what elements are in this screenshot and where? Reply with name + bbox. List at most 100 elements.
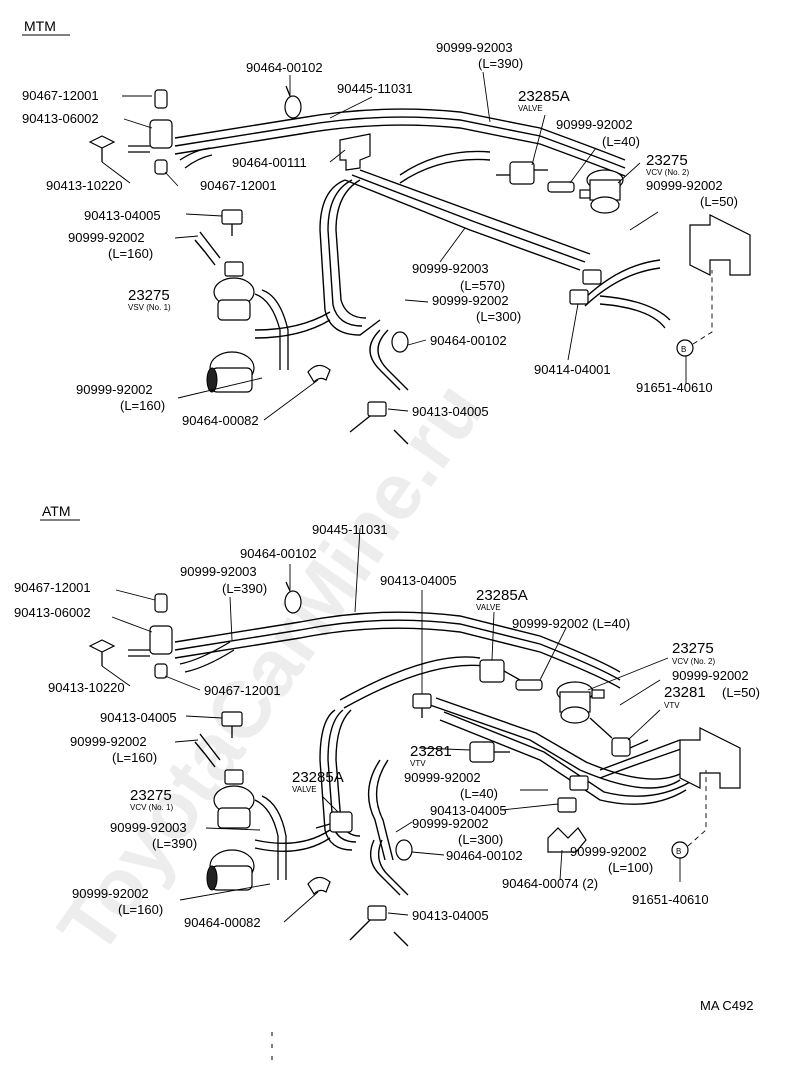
mtm-vcv-no2	[579, 169, 624, 214]
mtm-leaders	[101, 71, 687, 421]
label-valve-b: VALVE	[292, 785, 317, 794]
label-90999-92002-e: 90999-92002	[412, 816, 489, 831]
mtm-header: MTM	[24, 18, 56, 34]
label-90999-92003: 90999-92003	[180, 564, 257, 579]
mtm-bracket-00111	[339, 133, 371, 171]
label-90464-00102: 90464-00102	[240, 546, 317, 561]
label-23285a: 23285A	[518, 88, 570, 105]
label-90467-12001: 90467-12001	[14, 580, 91, 595]
label-90414-04001: 90414-04001	[534, 362, 611, 377]
label-23281: 23281	[664, 684, 706, 701]
label-90999-92003-b: 90999-92003	[110, 820, 187, 835]
atm-vcv-no1	[213, 769, 287, 880]
atm-valve-23285a-lower	[315, 811, 353, 833]
label-90999-92002: 90999-92002	[672, 668, 749, 683]
label-90467-12001-b: 90467-12001	[200, 178, 277, 193]
atm-connector-04005	[221, 711, 243, 738]
label-90445-11031: 90445-11031	[337, 81, 413, 96]
label-90464-00074: 90464-00074 (2)	[502, 876, 598, 891]
mtm-ring-clamp	[284, 85, 302, 119]
label-23275-b: 23275	[130, 787, 172, 804]
atm-valve-23285a-top	[479, 659, 543, 691]
atm-tee-04005-right	[557, 775, 589, 813]
atm-header: ATM	[42, 503, 71, 519]
atm-labels: 90445-11031 90464-00102 90999-92003 (L=3…	[14, 522, 760, 930]
label-l40: (L=40)	[602, 134, 640, 149]
mtm-tee-04001	[569, 269, 602, 305]
label-90413-10220: 90413-10220	[46, 178, 123, 193]
label-90464-00082: 90464-00082	[182, 413, 259, 428]
mtm-actuator-lower	[206, 351, 255, 393]
label-90464-00102-b: 90464-00102	[446, 848, 523, 863]
label-23275: 23275	[672, 640, 714, 657]
mtm-vsv-no1	[213, 261, 289, 370]
atm-bracket-right	[679, 727, 741, 789]
label-l300: (L=300)	[476, 309, 521, 324]
label-90467-12001-b: 90467-12001	[204, 683, 281, 698]
label-vcv-no2: VCV (No. 2)	[672, 657, 715, 666]
label-l50: (L=50)	[722, 685, 760, 700]
mtm-labels: 90464-00102 90999-92003 (L=390) 90445-11…	[22, 40, 738, 428]
label-l100: (L=100)	[608, 860, 653, 875]
label-l50: (L=50)	[700, 194, 738, 209]
label-l160-b: (L=160)	[118, 902, 163, 917]
label-l570: (L=570)	[460, 278, 505, 293]
atm-clip-top	[88, 593, 235, 679]
label-valve: VALVE	[518, 104, 543, 113]
atm-vtv-lower	[469, 741, 510, 763]
atm-ring-clamp	[284, 581, 302, 614]
label-90999-92002-g: 90999-92002	[72, 886, 149, 901]
label-90413-04005: 90413-04005	[380, 573, 457, 588]
label-90413-10220: 90413-10220	[48, 680, 125, 695]
label-l390-b: (L=390)	[152, 836, 197, 851]
atm-connector-04005-top	[412, 693, 432, 718]
label-90413-04005-d: 90413-04005	[412, 908, 489, 923]
label-l390: (L=390)	[222, 581, 267, 596]
mtm-connector-04005	[221, 209, 243, 236]
label-90464-00102-b: 90464-00102	[430, 333, 507, 348]
mtm-connector-04005-lower	[349, 401, 409, 445]
label-90464-00102: 90464-00102	[246, 60, 323, 75]
label-vtv: VTV	[664, 701, 680, 710]
mtm-callout-b: B	[676, 270, 713, 357]
label-90999-92002-b: 90999-92002	[646, 178, 723, 193]
label-23281-b: 23281	[410, 743, 452, 760]
label-l40: (L=40)	[460, 786, 498, 801]
label-l160: (L=160)	[112, 750, 157, 765]
label-90413-04005-c: 90413-04005	[430, 803, 507, 818]
label-23275-b: 23275	[128, 287, 170, 304]
atm-leaders	[101, 527, 681, 923]
footer-code: MA C492	[700, 998, 753, 1013]
mtm-clip-00102-lower	[391, 331, 409, 353]
mtm-pipes	[174, 108, 671, 391]
label-90999-92003-b: 90999-92003	[412, 261, 489, 276]
label-90999-92002-c: 90999-92002	[68, 230, 145, 245]
label-90413-04005-b: 90413-04005	[412, 404, 489, 419]
label-90413-04005: 90413-04005	[84, 208, 161, 223]
mtm-callout-letter: B	[681, 345, 686, 354]
label-90999-92002-f: 90999-92002	[570, 844, 647, 859]
label-23275: 23275	[646, 152, 688, 169]
atm-pipes	[174, 611, 691, 896]
label-90999-92002-l40: 90999-92002 (L=40)	[512, 616, 630, 631]
mtm-section: MTM	[22, 18, 751, 445]
atm-clip-00082	[307, 876, 331, 895]
label-90464-00082: 90464-00082	[184, 915, 261, 930]
label-91651-40610: 91651-40610	[636, 380, 713, 395]
label-90445-11031: 90445-11031	[312, 522, 388, 537]
label-90999-92002-c: 90999-92002	[70, 734, 147, 749]
label-l390: (L=390)	[478, 56, 523, 71]
label-91651-40610: 91651-40610	[632, 892, 709, 907]
mtm-hose-l160-upper	[194, 231, 221, 266]
label-90999-92003: 90999-92003	[436, 40, 513, 55]
label-l300: (L=300)	[458, 832, 503, 847]
atm-vtv-upper	[589, 717, 649, 757]
label-90999-92002-d: 90999-92002	[404, 770, 481, 785]
label-90999-92002-d: 90999-92002	[432, 293, 509, 308]
label-90464-00111: 90464-00111	[232, 155, 307, 170]
label-90413-06002: 90413-06002	[14, 605, 91, 620]
atm-section: ATM	[14, 503, 760, 947]
atm-callout-letter: B	[676, 847, 681, 856]
label-l160: (L=160)	[108, 246, 153, 261]
